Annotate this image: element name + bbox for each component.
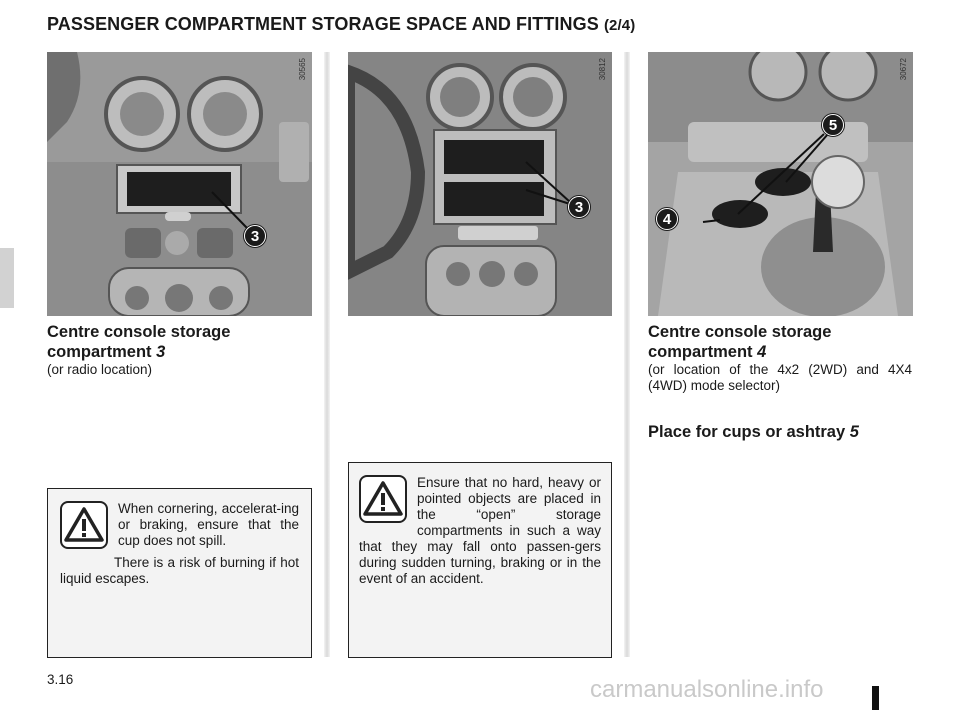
heading-number: 5 xyxy=(849,423,859,441)
title-suffix: (2/4) xyxy=(603,17,636,34)
heading-line: compartment xyxy=(648,343,753,361)
section-heading: Place for cups or ashtray 5 xyxy=(648,422,859,442)
warning-box-cups: When cornering, accelerat-ing or braking… xyxy=(47,488,312,658)
callout-badge: 3 xyxy=(568,196,590,218)
warning-text: Ensure that no hard, heavy or pointed ob… xyxy=(359,475,601,586)
heading-number: 4 xyxy=(757,343,767,361)
photo-code: 30812 xyxy=(598,58,607,81)
section-heading: Centre console storage compartment 3 xyxy=(47,322,230,362)
heading-line: Centre console storage xyxy=(648,323,832,341)
page-title: PASSENGER COMPARTMENT STORAGE SPACE AND … xyxy=(47,14,635,35)
warning-icon xyxy=(359,475,407,523)
section-tab xyxy=(0,248,14,308)
heading-line: Centre console storage xyxy=(47,323,231,341)
section-note: (or location of the 4x2 (2WD) and 4X4 (4… xyxy=(648,362,912,393)
column-divider-left xyxy=(324,52,330,657)
photo-code: 30672 xyxy=(899,58,908,81)
callout-badge: 5 xyxy=(822,114,844,136)
photo-cup-holder: 30672 5 4 xyxy=(648,52,913,316)
heading-number: 3 xyxy=(156,343,166,361)
page-edge-marker xyxy=(872,686,879,710)
warning-icon xyxy=(60,501,108,549)
title-main: PASSENGER COMPARTMENT STORAGE SPACE AND … xyxy=(47,14,599,34)
photo-radio-location: 30565 3 xyxy=(47,52,312,316)
page-number: 3.16 xyxy=(47,672,74,687)
photo-open-storage: 30812 3 xyxy=(348,52,612,316)
dashboard-illustration xyxy=(47,52,312,316)
photo-code: 30565 xyxy=(298,58,307,81)
section-note: (or radio location) xyxy=(47,362,153,377)
warning-text: There is a risk of burning if hot liquid… xyxy=(60,555,299,586)
console-illustration xyxy=(348,52,612,316)
column-divider-right xyxy=(624,52,630,657)
warning-box-storage: Ensure that no hard, heavy or pointed ob… xyxy=(348,462,612,658)
watermark: carmanualsonline.info xyxy=(590,676,824,703)
heading-line: Place for cups or ashtray xyxy=(648,423,846,441)
heading-line: compartment xyxy=(47,343,152,361)
callout-badge: 4 xyxy=(656,208,678,230)
gearshift-illustration xyxy=(648,52,913,316)
section-heading: Centre console storage compartment 4 xyxy=(648,322,831,362)
warning-text: When cornering, accelerat-ing or braking… xyxy=(118,501,299,548)
callout-badge: 3 xyxy=(244,225,266,247)
